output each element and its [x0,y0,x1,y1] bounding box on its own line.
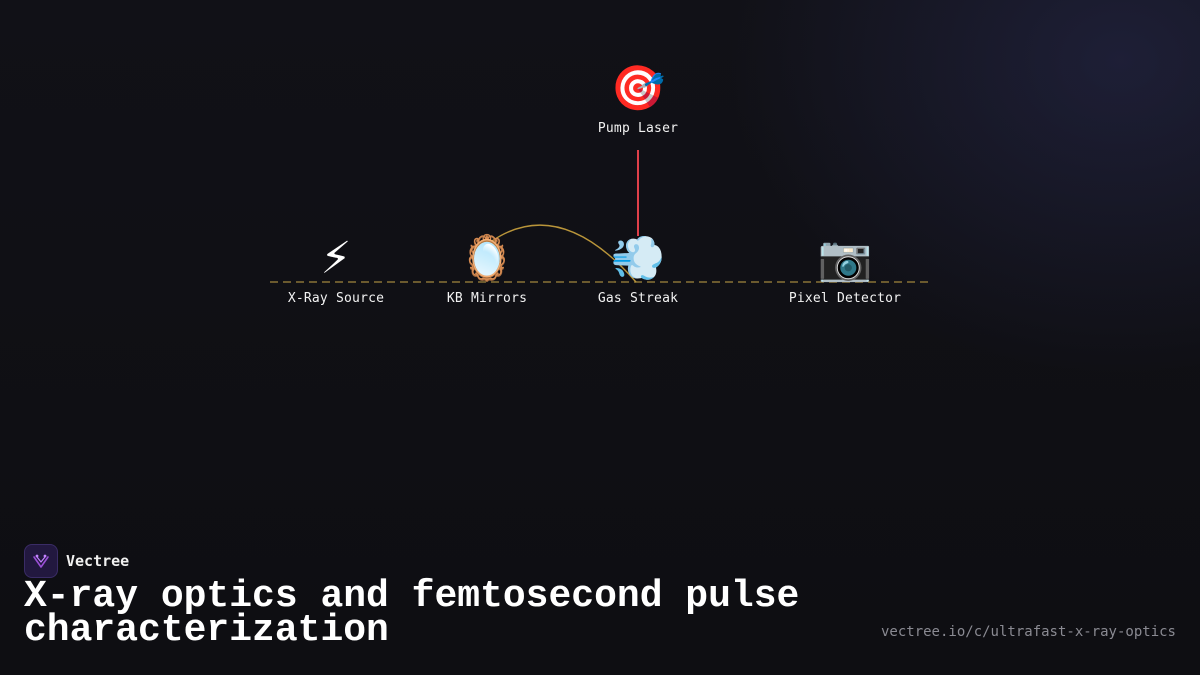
node-label-pump-laser: Pump Laser [597,121,679,136]
lightning-icon: ⚡ [320,233,352,284]
node-pixel-detector: 📷 Pixel Detector [765,233,925,306]
beamline-diagram: ⚡ X-Ray Source 🪞 KB Mirrors 💨 Gas Streak… [256,63,930,306]
page-title: X-ray optics and femtosecond pulse chara… [24,575,800,652]
node-gas-streak: 💨 Gas Streak [558,233,718,306]
node-label-gas-streak: Gas Streak [597,291,679,306]
node-label-xray-source: X-Ray Source [287,291,385,306]
brand[interactable]: Vectree [24,544,129,578]
target-icon: 🎯 [610,63,666,114]
diagram-connections [270,150,930,283]
node-xray-source: ⚡ X-Ray Source [256,233,416,306]
brand-name: Vectree [66,552,130,570]
node-kb-mirrors: 🪞 KB Mirrors [407,233,567,306]
page-url[interactable]: vectree.io/c/ultrafast-x-ray-optics [880,624,1176,640]
camera-icon: 📷 [817,233,873,284]
node-label-kb-mirrors: KB Mirrors [446,291,528,306]
focus-arc [491,224,637,283]
node-label-pixel-detector: Pixel Detector [788,291,902,306]
node-pump-laser: 🎯 Pump Laser [558,63,718,136]
vectree-logo-icon [24,544,58,578]
gas-puff-icon: 💨 [610,233,666,284]
mirror-icon: 🪞 [459,233,515,284]
